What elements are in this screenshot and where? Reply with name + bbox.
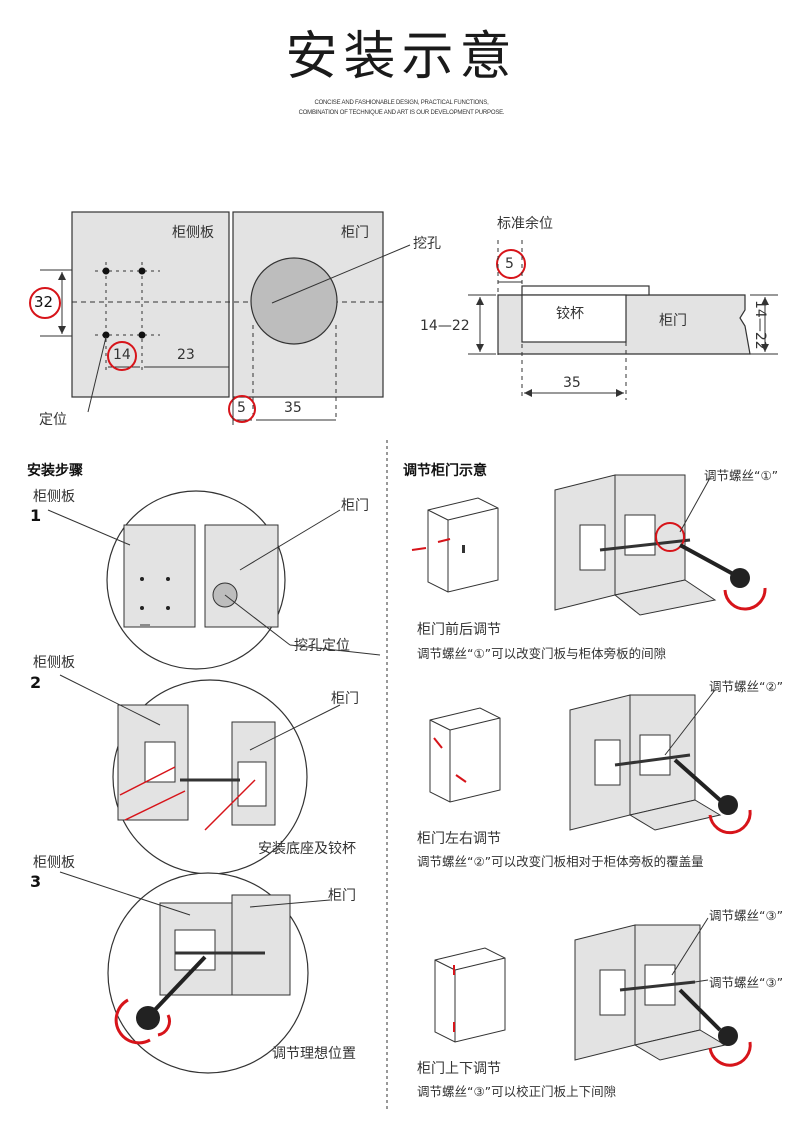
- adjust-1-screw-label: 调节螺丝“①”: [704, 468, 779, 483]
- adjust-3-title: 柜门上下调节: [417, 1061, 501, 1077]
- step-1-caption: 挖孔定位: [294, 638, 350, 654]
- section-divider: [386, 440, 388, 1110]
- side-section-diagram: [468, 240, 778, 400]
- step-3-door-label: 柜门: [328, 888, 356, 904]
- dim-35: 35: [284, 400, 302, 416]
- adjust-2-screw-label: 调节螺丝“②”: [709, 679, 784, 694]
- dim-5: 5: [237, 400, 246, 416]
- install-steps-header: 安装步骤: [27, 463, 83, 479]
- hole-label: 挖孔: [413, 236, 441, 252]
- adjust-2-desc: 调节螺丝“②”可以改变门板相对于柜体旁板的覆盖量: [417, 854, 704, 869]
- dim-23: 23: [177, 347, 195, 363]
- step-2-number: 2: [30, 673, 42, 692]
- adjust-illustrations: [411, 474, 767, 1067]
- adjust-1-title: 柜门前后调节: [417, 622, 501, 638]
- step-3-caption: 调节理想位置: [272, 1046, 356, 1062]
- subtitle-line-1: CONCISE AND FASHIONABLE DESIGN, PRACTICA…: [314, 100, 489, 106]
- adjust-3-screw-label: 调节螺丝“③”: [709, 908, 784, 923]
- adjust-3-screw-label-2: 调节螺丝“③”: [709, 975, 784, 990]
- step-2-caption: 安装底座及铰杯: [258, 841, 356, 857]
- door-label: 柜门: [341, 225, 369, 241]
- locate-label: 定位: [39, 412, 67, 428]
- subtitle-line-2: COMBINATION OF TECHNIQUE AND ART IS OUR …: [298, 110, 505, 116]
- dim-left: 14—22: [420, 318, 470, 334]
- dim-14: 14: [113, 347, 131, 363]
- step-2-side-label: 柜侧板: [33, 655, 75, 671]
- install-steps-illustrations: [47, 490, 381, 1074]
- step-2-door-label: 柜门: [331, 691, 359, 707]
- top-drilling-diagram: [29, 211, 411, 425]
- reserve-dim-5: 5: [505, 256, 514, 272]
- step-3-number: 3: [30, 872, 42, 891]
- section-door-label: 柜门: [659, 313, 687, 329]
- step-1-number: 1: [30, 506, 42, 525]
- step-1-side-label: 柜侧板: [33, 489, 75, 505]
- hole-circle: [250, 257, 338, 345]
- adjust-3-desc: 调节螺丝“③”可以校正门板上下间隙: [417, 1084, 617, 1099]
- reserve-label: 标准余位: [497, 216, 553, 232]
- step-3-side-label: 柜侧板: [33, 855, 75, 871]
- page-title: 安装示意: [285, 27, 518, 87]
- dim-32: 32: [34, 293, 54, 311]
- adjust-2-title: 柜门左右调节: [417, 831, 501, 847]
- adjust-1-desc: 调节螺丝“①”可以改变门板与柜体旁板的间隙: [417, 646, 667, 661]
- cup-label: 铰杯: [556, 306, 584, 322]
- step-1-door-label: 柜门: [341, 498, 369, 514]
- dim-right: 14—22: [752, 300, 768, 350]
- section-dim-35: 35: [563, 375, 581, 391]
- side-panel-label: 柜侧板: [172, 225, 214, 241]
- adjust-header: 调节柜门示意: [403, 463, 487, 479]
